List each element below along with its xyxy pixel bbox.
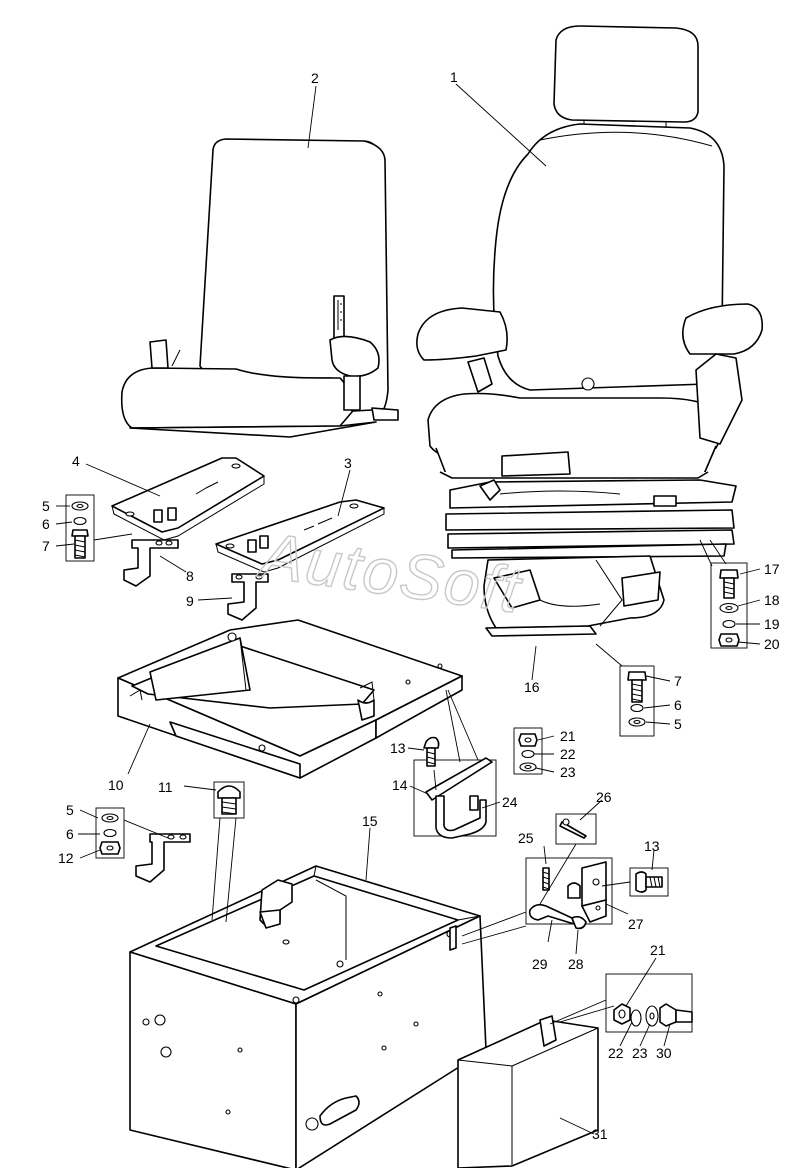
callout-5c: 5	[66, 802, 74, 818]
latch-group-25-29	[525, 857, 613, 930]
callout-26: 26	[596, 789, 612, 805]
callout-17: 17	[764, 561, 780, 577]
callout-21b: 21	[650, 942, 666, 958]
callout-22b: 22	[608, 1045, 624, 1061]
callout-23b: 23	[632, 1045, 648, 1061]
callout-11: 11	[158, 779, 173, 795]
latch-assembly-group-13-14-21-24	[413, 727, 543, 839]
part-8-bracket	[123, 539, 179, 587]
callout-6c: 6	[66, 826, 74, 842]
callout-31: 31	[592, 1126, 608, 1142]
callout-5: 5	[42, 498, 50, 514]
callout-24: 24	[502, 794, 518, 810]
callout-30: 30	[656, 1045, 672, 1061]
callout-7b: 7	[674, 673, 682, 689]
callout-13: 13	[390, 740, 406, 756]
callout-12: 12	[58, 850, 74, 866]
callout-25: 25	[518, 830, 534, 846]
part-11-rubber-stop	[213, 781, 245, 819]
lower-left-bracket	[135, 833, 191, 883]
callout-4: 4	[72, 453, 80, 469]
callout-22: 22	[560, 746, 576, 762]
callout-8: 8	[186, 568, 194, 584]
callout-19: 19	[764, 616, 780, 632]
seat-1-suspension-seat	[416, 25, 764, 637]
part-3-mounting-plate	[215, 499, 385, 573]
seat-2-simple-seat	[120, 138, 399, 438]
callout-21: 21	[560, 728, 576, 744]
callout-28: 28	[568, 956, 584, 972]
callout-10: 10	[108, 777, 124, 793]
callout-6b: 6	[674, 697, 682, 713]
hardware-stack-17-20-right	[710, 562, 748, 649]
callout-14: 14	[392, 777, 408, 793]
callout-1: 1	[450, 69, 458, 85]
callout-16: 16	[524, 679, 540, 695]
callout-5b: 5	[674, 716, 682, 732]
part-26-cotter-pin	[555, 813, 597, 845]
part-4-mounting-plate	[111, 457, 265, 541]
callout-2: 2	[311, 70, 319, 86]
hardware-stack-7-6-5-right	[619, 665, 655, 737]
callout-6: 6	[42, 516, 50, 532]
hardware-stack-21-22-23-30	[605, 973, 693, 1033]
hardware-stack-5-6-12-left	[95, 807, 125, 859]
callout-20: 20	[764, 636, 780, 652]
callout-13b: 13	[644, 838, 660, 854]
part-9-bracket	[227, 573, 269, 621]
hardware-stack-5-6-7-left	[65, 494, 95, 562]
callout-labels: 1 2 4 3 5 6 7 8 9 17 18 19 20 16 7 6 5 1…	[42, 69, 780, 1142]
part-15-seat-base-box	[129, 865, 487, 1168]
part-10-seat-frame	[117, 619, 463, 779]
callout-15: 15	[362, 813, 378, 829]
callout-3: 3	[344, 455, 352, 471]
callout-29: 29	[532, 956, 548, 972]
part-13-bolt-right	[629, 867, 669, 897]
callout-7: 7	[42, 538, 50, 554]
callout-27: 27	[628, 916, 644, 932]
callout-23: 23	[560, 764, 576, 780]
callout-18: 18	[764, 592, 780, 608]
part-31-cover-panel	[457, 1015, 599, 1168]
callout-9: 9	[186, 593, 194, 609]
leader-lines	[55, 83, 761, 1135]
